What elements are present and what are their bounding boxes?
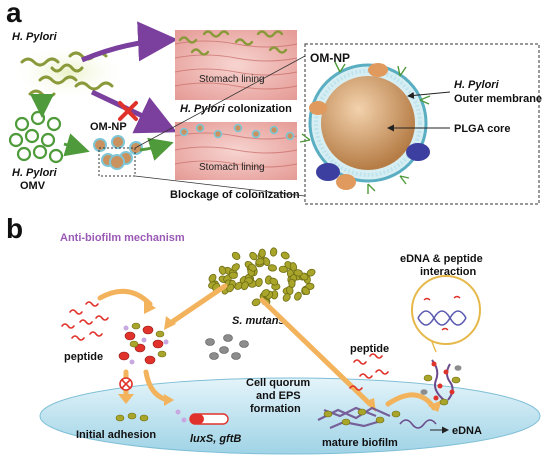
s-mutans-cell (255, 277, 263, 288)
genes-label: luxS, gftB (190, 433, 241, 445)
s-mutans-cell (261, 289, 270, 298)
s-mutans-cell (231, 263, 240, 272)
green-arrow-to-tissue (139, 137, 174, 161)
mature-biofilm-label: mature biofilm (322, 437, 398, 449)
s-mutans-cell (278, 265, 288, 273)
plga-core-label: PLGA core (454, 123, 510, 135)
s-mutans-cell (226, 283, 235, 293)
panel-b: b Anti-biofilm mechanism S. mutans pepti… (6, 213, 541, 455)
s-mutans-cell (248, 263, 257, 272)
s-mutans-cell (280, 251, 290, 260)
s-mutans-cell (258, 248, 266, 258)
stomach-lining-bottom-label: Stomach lining (199, 162, 265, 173)
s-mutans-cell (218, 265, 227, 275)
omnp-inset-title: OM-NP (310, 51, 350, 65)
colonization-label: H. Pylori colonization (180, 103, 292, 115)
peptide-squiggles-left (61, 301, 109, 341)
peptide-squiggles-right (349, 353, 389, 391)
edna-interaction-inset (411, 275, 481, 345)
adhered-cells (115, 412, 149, 422)
s-mutans-cell (228, 271, 238, 279)
peptide-cell-cluster (118, 322, 169, 365)
edna-strand-surface (399, 419, 437, 429)
outer-membrane-label-line2: Outer membrane (454, 93, 542, 105)
quorum-label-line1: Cell quorum (246, 377, 310, 389)
peptide-left-label: peptide (64, 351, 103, 363)
pointer-outer-membrane (407, 91, 451, 99)
quorum-label-line3: formation (250, 403, 301, 415)
s-mutans-cell (231, 251, 241, 260)
zoom-line-top (134, 55, 306, 149)
stomach-lining-top-label: Stomach lining (199, 74, 265, 85)
s-mutans-label: S. mutans (232, 315, 285, 327)
red-x-icon (118, 101, 138, 121)
red-x-circle-icon (119, 377, 133, 391)
s-mutans-cell (269, 277, 279, 286)
s-mutans-cell (294, 291, 302, 301)
peptide-right-label: peptide (350, 343, 389, 355)
green-arrow-right (63, 133, 90, 157)
s-mutans-cell (241, 281, 249, 291)
s-mutans-cell (267, 264, 277, 272)
omv-label-line1: H. Pylori (12, 167, 58, 179)
gene-capsule-icon (175, 409, 229, 425)
omnp-cluster (93, 135, 143, 177)
zoom-box-small (98, 147, 136, 177)
mature-biofilm (317, 406, 401, 430)
s-mutans-cluster (208, 247, 316, 307)
panel-a: a H. Pylori H. Pylori OMV OM-NP (6, 0, 542, 205)
inset-connector (431, 341, 437, 353)
outer-membrane-label-line1: H. Pylori (454, 79, 500, 91)
s-mutans-cell (293, 269, 303, 277)
grey-cell-cluster (205, 334, 249, 360)
edna-label: eDNA (452, 425, 482, 437)
panel-a-letter: a (6, 0, 22, 28)
quorum-label-line2: and EPS (256, 390, 301, 402)
s-mutans-cell (269, 247, 278, 257)
omnp-small-label: OM-NP (90, 121, 127, 133)
s-mutans-cell (286, 285, 294, 295)
panel-b-letter: b (6, 213, 23, 244)
initial-adhesion-label: Initial adhesion (76, 429, 156, 441)
stomach-tissue-bottom (174, 122, 298, 180)
purple-arrow-colonization (81, 21, 178, 63)
hpylori-label: H. Pylori (12, 31, 58, 43)
edna-peptide-complex (420, 359, 462, 406)
edna-interaction-label-line2: interaction (420, 266, 477, 278)
zoom-line-bottom (134, 175, 306, 197)
blockage-label: Blockage of colonization (170, 189, 300, 201)
omv-cluster (8, 110, 64, 164)
s-mutans-cell (249, 251, 258, 261)
stomach-tissue-top (174, 30, 298, 100)
s-mutans-cell (301, 286, 311, 295)
s-mutans-cell (288, 278, 296, 288)
omnp-particle-diagram (299, 61, 431, 194)
omv-label-line2: OMV (20, 180, 46, 192)
edna-interaction-label-line1: eDNA & peptide (400, 253, 483, 265)
s-mutans-cell (208, 273, 217, 283)
s-mutans-cell (255, 258, 265, 266)
mechanism-label: Anti-biofilm mechanism (60, 232, 185, 244)
